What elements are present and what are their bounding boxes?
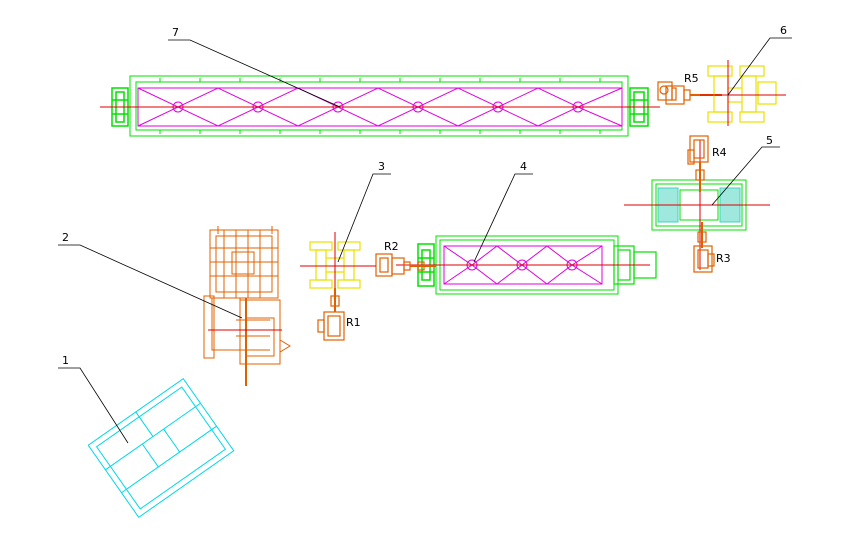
- conveyor-7-inner-frame: [135, 81, 623, 131]
- conveyor-7-truss-zigzag-top: [137, 87, 623, 108]
- label-r3: R3: [716, 252, 731, 265]
- label-r4: R4: [712, 146, 727, 159]
- leader-7: [168, 39, 341, 108]
- reducer-r5: [657, 81, 722, 105]
- callout-7: 7: [172, 26, 179, 39]
- conveyor-7-truss-zigzag-bottom: [137, 106, 623, 127]
- unit-1: [87, 377, 235, 519]
- leader-5: [711, 146, 780, 206]
- label-r5: R5: [684, 72, 699, 85]
- conveyor-7-bolts: [159, 78, 601, 134]
- leader-1: [58, 367, 129, 444]
- leader-2: [58, 244, 243, 319]
- leader-3: [337, 173, 391, 263]
- label-r2: R2: [384, 240, 399, 253]
- reducer-r3: [693, 222, 715, 273]
- callout-5: 5: [766, 134, 773, 147]
- conveyor-7: [100, 75, 660, 137]
- leader-lines: [58, 37, 792, 444]
- label-r1: R1: [346, 316, 361, 329]
- reducer-r4: [687, 135, 709, 192]
- callout-1: 1: [62, 354, 69, 367]
- conveyor-7-outer-frame: [129, 75, 629, 137]
- callout-3: 3: [378, 160, 385, 173]
- callout-6: 6: [780, 24, 787, 37]
- leader-6: [727, 37, 792, 96]
- machine-2: [203, 226, 291, 386]
- callout-4: 4: [520, 160, 527, 173]
- reducer-r1: [317, 288, 345, 341]
- conveyor-4: [396, 235, 657, 295]
- turntable-6-centerlines: [700, 60, 786, 126]
- callout-2: 2: [62, 231, 69, 244]
- turntable-3: [309, 241, 361, 289]
- leader-4: [473, 173, 533, 263]
- reducer-r2: [375, 253, 436, 277]
- station-5: [624, 140, 770, 270]
